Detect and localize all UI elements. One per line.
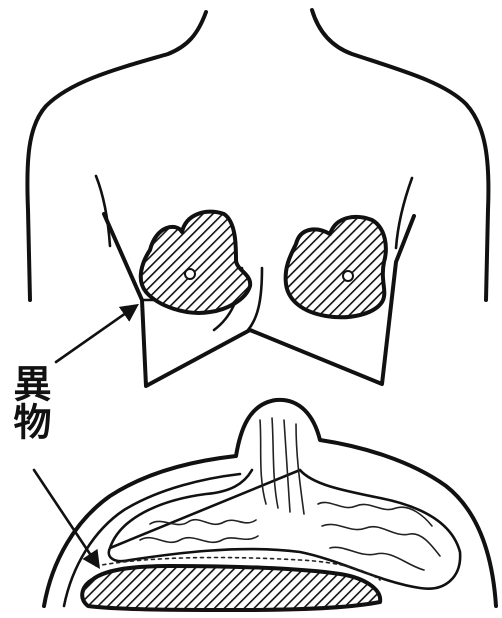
callout-arrow-lower — [34, 470, 98, 566]
glandular-tissue-left — [140, 520, 258, 543]
left-nipple — [185, 269, 195, 279]
right-breast-hatched — [286, 217, 386, 317]
left-breast-hatched — [141, 212, 250, 313]
sagittal-section-view — [44, 400, 496, 610]
glandular-tissue-right — [318, 502, 440, 570]
foreign-body-hatched — [82, 566, 380, 610]
foreign-body-label: 異物 — [4, 364, 48, 440]
left-axilla-line — [96, 176, 110, 246]
torso-front-view — [27, 10, 488, 386]
lactiferous-ducts — [260, 418, 304, 514]
right-nipple — [343, 271, 353, 281]
callout-arrow-upper — [56, 306, 136, 362]
